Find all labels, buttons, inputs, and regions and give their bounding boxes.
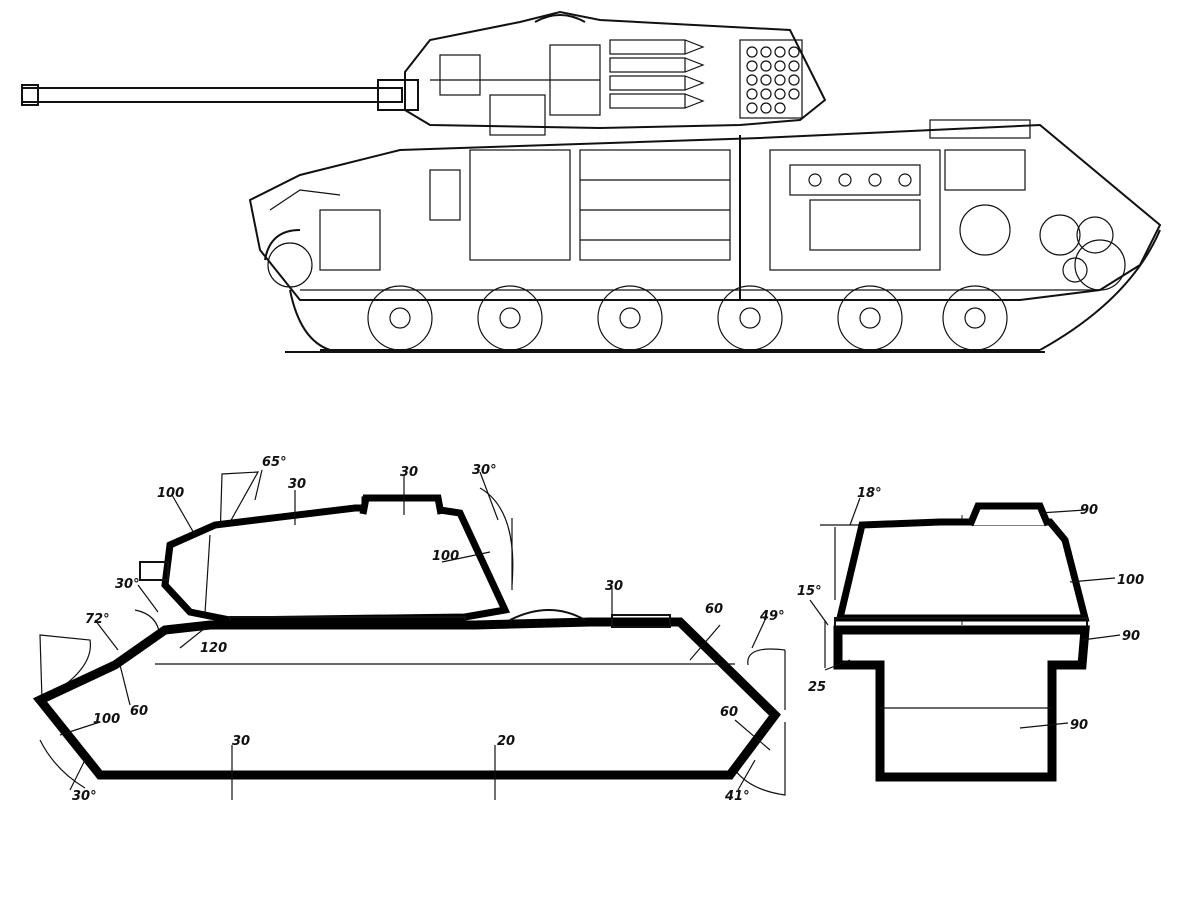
hull-outline [248,123,1162,301]
gun-barrel [21,87,403,103]
label-lower-front: 100 [93,712,120,727]
label-hull-sponson: 90 [1070,718,1088,733]
label-roof-hatch: 30 [605,579,623,594]
front-armor-section: 18° 90 100 15° 90 25 90 [797,486,1144,782]
label-hull-side-angle: 15° [797,584,822,599]
cupola-section [966,502,1052,527]
label-section-cupola: 90 [1080,503,1098,518]
label-mantlet-angle: 30° [115,577,140,592]
label-rear-lower-angle: 41° [724,789,750,804]
tank-cutaway-illustration [21,10,1162,353]
label-turret-rear: 100 [432,549,459,564]
label-hull-side-lower: 25 [808,680,826,695]
label-hull-side-upper: 90 [1122,629,1140,644]
label-turret-side: 30 [288,477,306,492]
engine-block [769,119,1114,283]
hull-armor-outline [32,617,781,780]
road-wheels [267,239,1126,351]
turret-outline [404,10,827,130]
label-turret-front: 100 [157,486,184,501]
label-floor-front: 30 [232,734,250,749]
label-upper-glacis-angle: 72° [85,612,110,627]
gun-mantlet [377,79,419,111]
track [264,229,1161,351]
turret-armor-outline [161,496,511,624]
label-turret-front-angle: 65° [262,455,287,470]
label-rear-upper-angle: 49° [759,609,785,624]
side-armor-profile: 100 65° 30 30 30° 100 30° 120 72° 60 100… [32,455,786,804]
label-cupola: 30 [400,465,418,480]
hull-section-outline [833,625,1090,782]
label-lower-front-angle: 30° [72,789,97,804]
label-turret-rear-angle: 30° [472,463,497,478]
label-rear-lower: 60 [720,705,738,720]
label-floor-rear: 20 [497,734,515,749]
label-turret-wall: 100 [1117,573,1144,588]
gun-stub [139,561,169,581]
label-engine-deck: 60 [705,602,723,617]
turret-section-outline [835,518,1090,622]
cupola-outline [359,494,445,515]
engine-deck-dome [509,609,586,621]
label-turret-side-angle: 18° [857,486,882,501]
label-hull-upper-front: 120 [200,641,227,656]
label-upper-glacis: 60 [130,704,148,719]
